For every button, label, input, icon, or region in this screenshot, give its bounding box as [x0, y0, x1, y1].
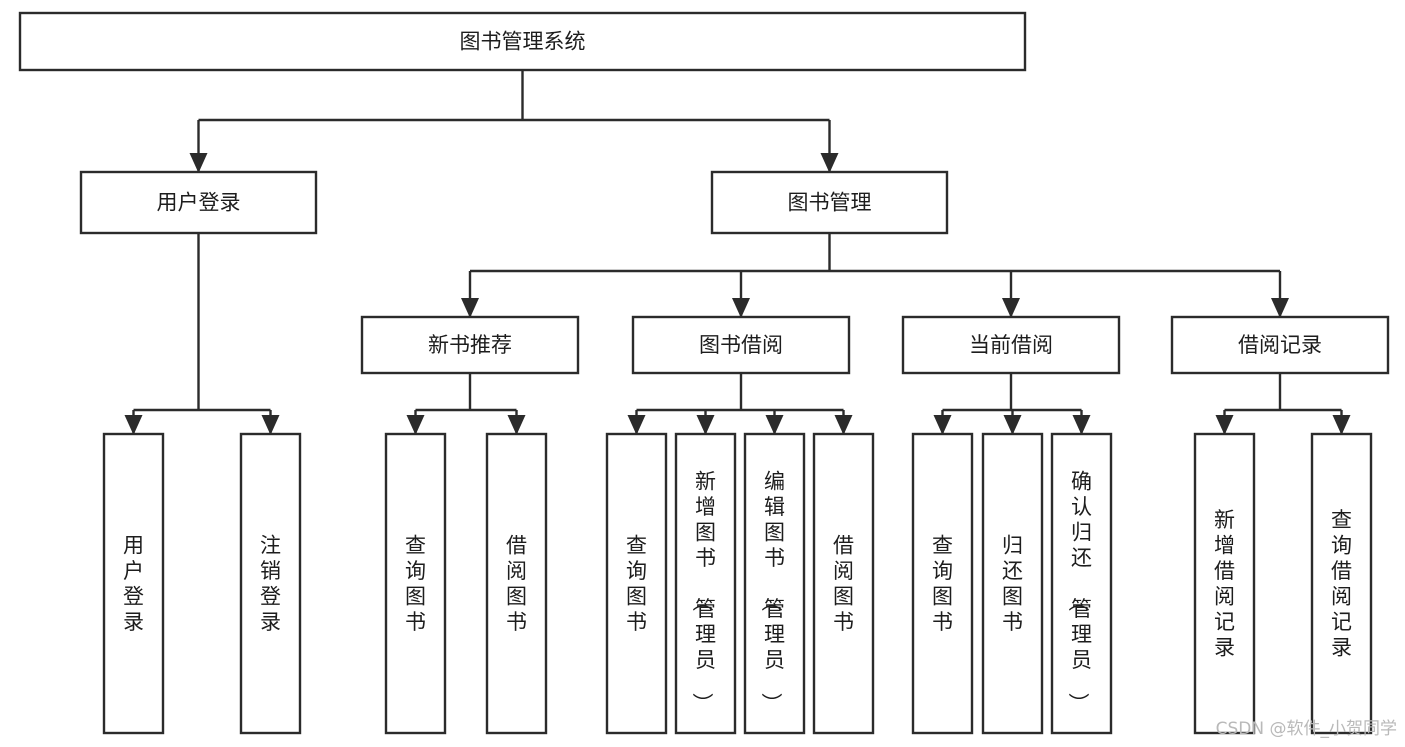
node-box[interactable]: 图书管理 — [710, 170, 949, 235]
arrow-head-icon — [1072, 415, 1091, 435]
node-label: 查询图书 — [626, 533, 647, 634]
node-label: 用户登录 — [123, 533, 144, 634]
node-label: 新增借阅记录 — [1214, 508, 1235, 660]
node-rect — [901, 315, 1121, 375]
arrow-head-icon — [1003, 415, 1022, 435]
node-label: 查询图书 — [405, 533, 426, 634]
leaf-node[interactable]: 借阅图书 — [812, 432, 875, 735]
node-rect — [384, 432, 447, 735]
node-label: 查询图书 — [932, 533, 953, 634]
arrow-head-icon — [820, 153, 839, 173]
node-rect — [239, 432, 302, 735]
node-rect — [605, 432, 668, 735]
arrow-head-icon — [732, 298, 750, 318]
leaf-node[interactable]: 查询图书 — [605, 432, 668, 735]
arrow-head-icon — [124, 415, 143, 435]
node-label: 图书管理 — [788, 191, 872, 215]
node-rect — [911, 432, 974, 735]
arrow-head-icon — [627, 415, 646, 435]
node-label: 当前借阅 — [969, 333, 1053, 357]
leaf-node[interactable]: 注销登录 — [239, 432, 302, 735]
leaf-node[interactable]: 查询图书 — [384, 432, 447, 735]
leaf-node[interactable]: 编辑图书（管理员） — [743, 432, 806, 735]
node-label: 图书借阅 — [699, 333, 783, 357]
node-layer: 图书管理系统用户登录图书管理新书推荐图书借阅当前借阅借阅记录用户登录注销登录查询… — [18, 11, 1390, 735]
connector-layer — [124, 70, 1351, 435]
arrow-head-icon — [1215, 415, 1234, 435]
node-rect — [631, 315, 851, 375]
watermark-text: CSDN @软件_小贺同学 — [1215, 719, 1397, 739]
node-label: 图书管理系统 — [460, 30, 586, 54]
node-rect — [485, 432, 548, 735]
leaf-node[interactable]: 借阅图书 — [485, 432, 548, 735]
node-rect — [743, 432, 806, 735]
arrow-head-icon — [406, 415, 425, 435]
leaf-node[interactable]: 新增借阅记录 — [1193, 432, 1256, 735]
node-box[interactable]: 图书管理系统 — [18, 11, 1027, 72]
node-rect — [102, 432, 165, 735]
node-rect — [79, 170, 318, 235]
node-box[interactable]: 借阅记录 — [1170, 315, 1390, 375]
arrow-head-icon — [261, 415, 280, 435]
node-rect — [360, 315, 580, 375]
arrow-head-icon — [1332, 415, 1351, 435]
node-label: 查询借阅记录 — [1331, 508, 1352, 660]
node-rect — [674, 432, 737, 735]
node-box[interactable]: 当前借阅 — [901, 315, 1121, 375]
node-box[interactable]: 图书借阅 — [631, 315, 851, 375]
arrow-head-icon — [507, 415, 526, 435]
arrow-head-icon — [1002, 298, 1020, 318]
leaf-node[interactable]: 确认归还（管理员） — [1050, 432, 1113, 735]
arrow-head-icon — [696, 415, 715, 435]
node-label: 新书推荐 — [428, 333, 512, 357]
node-label: 归还图书 — [1002, 533, 1023, 634]
leaf-node[interactable]: 查询借阅记录 — [1310, 432, 1373, 735]
node-label: 用户登录 — [157, 191, 241, 215]
node-label: 编辑图书（管理员） — [759, 470, 785, 714]
arrow-head-icon — [1271, 298, 1289, 318]
node-label: 新增图书（管理员） — [690, 470, 716, 714]
arrow-head-icon — [933, 415, 952, 435]
node-rect — [1170, 315, 1390, 375]
node-label: 借阅图书 — [833, 533, 854, 634]
node-rect — [981, 432, 1044, 735]
node-rect — [1193, 432, 1256, 735]
leaf-node[interactable]: 查询图书 — [911, 432, 974, 735]
node-rect — [1310, 432, 1373, 735]
leaf-node[interactable]: 用户登录 — [102, 432, 165, 735]
node-label: 注销登录 — [260, 533, 281, 634]
node-box[interactable]: 新书推荐 — [360, 315, 580, 375]
node-label: 确认归还（管理员） — [1066, 470, 1092, 714]
arrow-head-icon — [189, 153, 208, 173]
node-label: 借阅记录 — [1238, 333, 1322, 357]
node-rect — [710, 170, 949, 235]
arrow-head-icon — [461, 298, 479, 318]
node-box[interactable]: 用户登录 — [79, 170, 318, 235]
node-rect — [18, 11, 1027, 72]
arrow-head-icon — [765, 415, 784, 435]
leaf-node[interactable]: 新增图书（管理员） — [674, 432, 737, 735]
leaf-node[interactable]: 归还图书 — [981, 432, 1044, 735]
arrow-head-icon — [834, 415, 853, 435]
node-label: 借阅图书 — [506, 533, 527, 634]
node-rect — [812, 432, 875, 735]
node-rect — [1050, 432, 1113, 735]
